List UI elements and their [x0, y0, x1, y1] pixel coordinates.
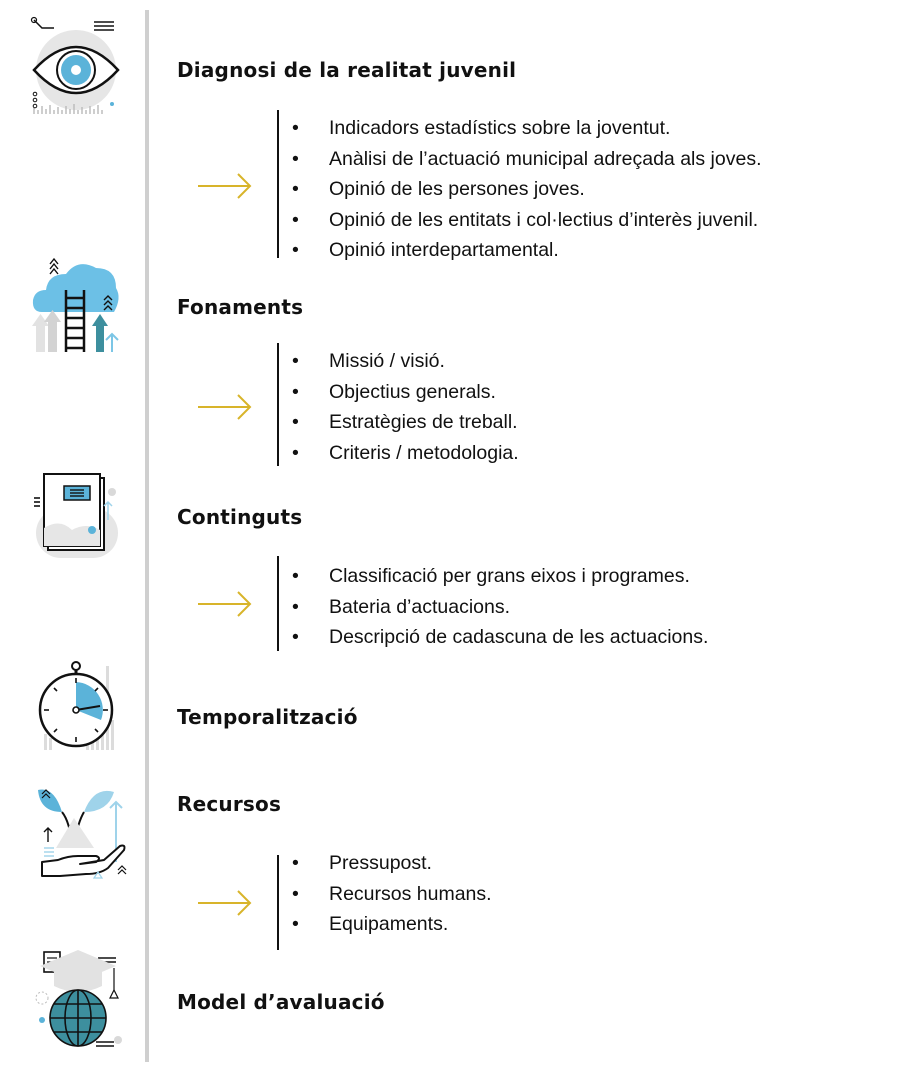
stopwatch-icon: [34, 660, 120, 754]
list-item: Objectius generals.: [292, 377, 519, 408]
list-item: Indicadors estadístics sobre la joventut…: [292, 113, 762, 144]
section-heading-continguts: Continguts: [177, 505, 303, 529]
vertical-divider: [145, 10, 149, 1062]
bullet-list-fonaments: Missió / visió. Objectius generals. Estr…: [292, 346, 519, 468]
arrow-right-icon: [196, 889, 254, 917]
list-item: Anàlisi de l’actuació municipal adreçada…: [292, 144, 762, 175]
bullet-list-continguts: Classificació per grans eixos i programe…: [292, 561, 708, 653]
arrow-right-icon: [196, 590, 254, 618]
list-bracket: [277, 556, 279, 651]
list-item: Bateria d’actuacions.: [292, 592, 708, 623]
list-item: Classificació per grans eixos i programe…: [292, 561, 708, 592]
list-item: Pressupost.: [292, 848, 492, 879]
arrow-right-icon: [196, 172, 254, 200]
cloud-ladder-icon: [30, 250, 122, 354]
list-item: Descripció de cadascuna de les actuacion…: [292, 622, 708, 653]
eye-icon: [28, 16, 120, 118]
list-bracket: [277, 110, 279, 258]
bullet-list-recursos: Pressupost. Recursos humans. Equipaments…: [292, 848, 492, 940]
list-item: Criteris / metodologia.: [292, 438, 519, 469]
list-item: Missió / visió.: [292, 346, 519, 377]
list-item: Recursos humans.: [292, 879, 492, 910]
book-icon: [30, 472, 122, 564]
list-item: Opinió de les entitats i col·lectius d’i…: [292, 205, 762, 236]
list-bracket: [277, 343, 279, 466]
globe-graduation-icon: [30, 948, 126, 1050]
hand-plant-icon: [34, 782, 130, 882]
arrow-right-icon: [196, 393, 254, 421]
section-heading-recursos: Recursos: [177, 792, 282, 816]
section-heading-model-avaluacio: Model d’avaluació: [177, 990, 385, 1014]
list-item: Estratègies de treball.: [292, 407, 519, 438]
list-item: Equipaments.: [292, 909, 492, 940]
list-bracket: [277, 855, 279, 950]
section-heading-temporalitzacio: Temporalització: [177, 705, 358, 729]
bullet-list-diagnosi: Indicadors estadístics sobre la joventut…: [292, 113, 762, 266]
section-heading-fonaments: Fonaments: [177, 295, 304, 319]
section-heading-diagnosi: Diagnosi de la realitat juvenil: [177, 58, 517, 82]
list-item: Opinió de les persones joves.: [292, 174, 762, 205]
list-item: Opinió interdepartamental.: [292, 235, 762, 266]
